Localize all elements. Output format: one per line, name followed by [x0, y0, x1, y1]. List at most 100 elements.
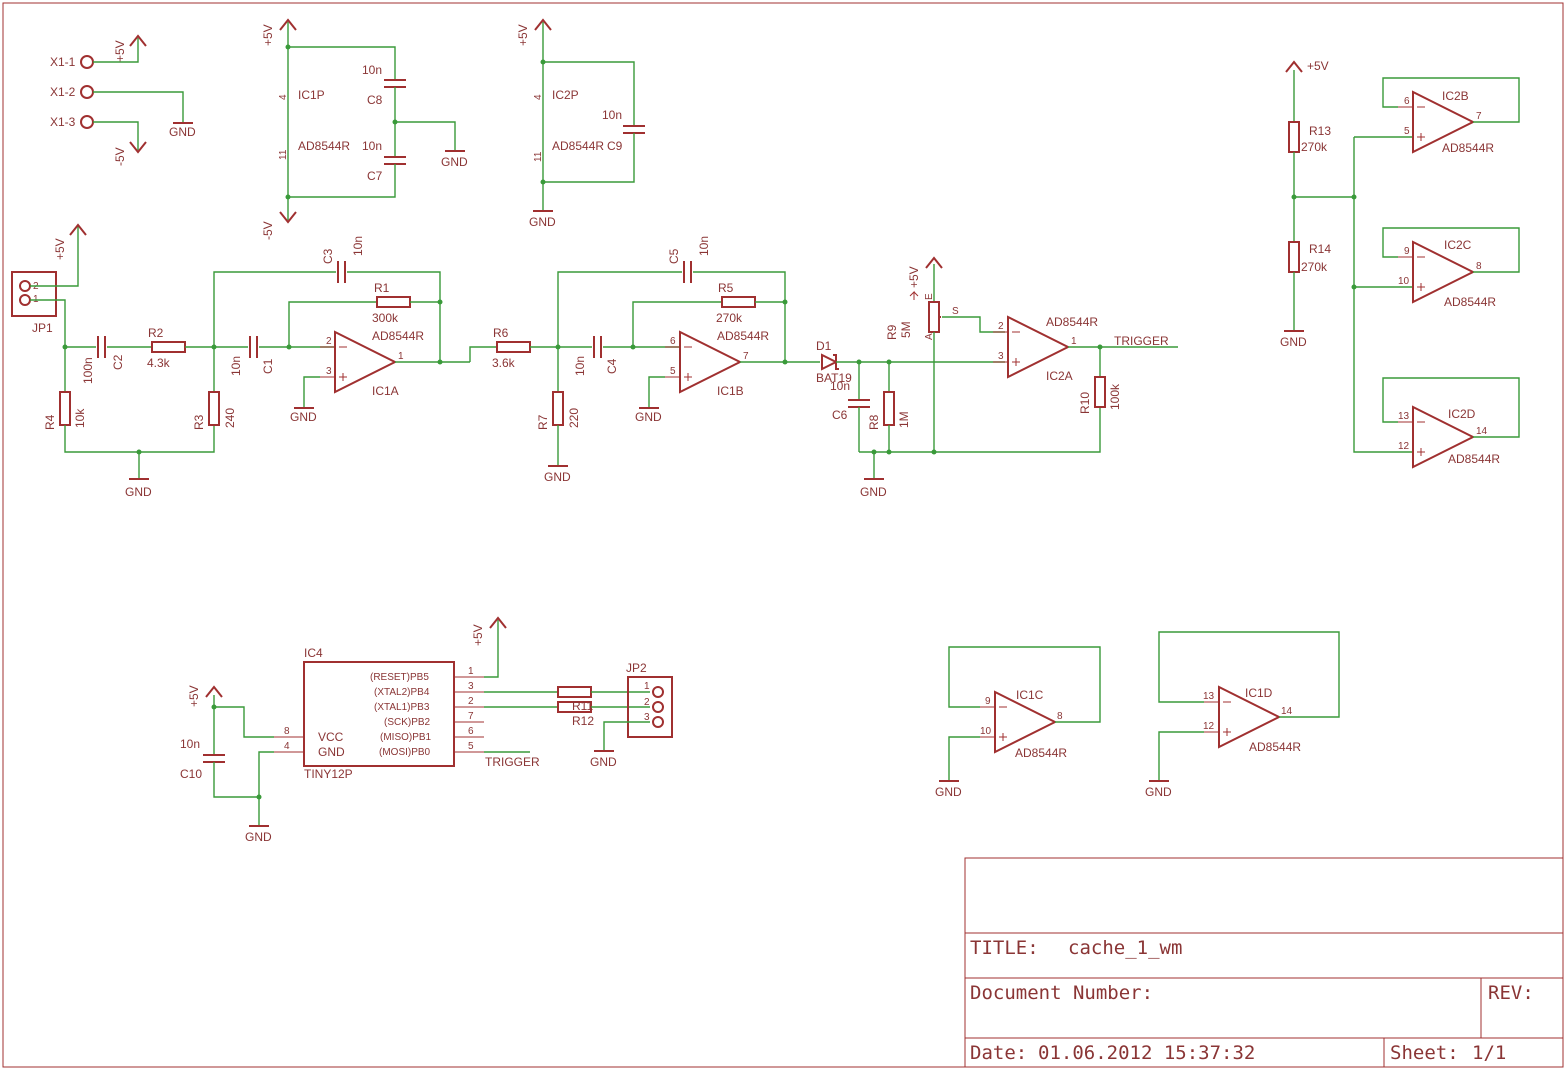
ic1-spare-block: GND 9 10 8 IC1C AD8544R GND 13 12 14 IC1… [935, 631, 1340, 799]
rev-label: REV: [1488, 982, 1534, 1004]
svg-text:JP2: JP2 [626, 661, 647, 675]
svg-text:R5: R5 [718, 281, 734, 295]
svg-text:(XTAL1)PB3: (XTAL1)PB3 [374, 702, 430, 713]
svg-text:4: 4 [284, 741, 290, 752]
svg-text:5: 5 [468, 741, 474, 752]
svg-text:IC1B: IC1B [717, 384, 744, 398]
svg-text:R13: R13 [1309, 124, 1331, 138]
svg-text:GND: GND [1145, 785, 1172, 799]
svg-text:R8: R8 [867, 414, 881, 430]
svg-text:IC1D: IC1D [1245, 686, 1273, 700]
svg-text:270k: 270k [1301, 260, 1328, 274]
svg-text:GND: GND [590, 755, 617, 769]
svg-text:10: 10 [1398, 276, 1410, 287]
sheet-label: Sheet: [1390, 1042, 1459, 1064]
svg-text:(XTAL2)PB4: (XTAL2)PB4 [374, 687, 430, 698]
svg-text:-5V: -5V [261, 221, 275, 240]
svg-text:8: 8 [284, 726, 290, 737]
svg-text:R14: R14 [1309, 242, 1331, 256]
ic4-microcontroller: IC4 TINY12P VCC GND 8 4 (RESET)PB5 (XTAL… [180, 616, 650, 844]
svg-text:-5V: -5V [113, 147, 127, 166]
svg-text:R11: R11 [572, 699, 593, 713]
svg-text:C5: C5 [667, 248, 681, 264]
svg-text:13: 13 [1398, 411, 1410, 422]
svg-text:C10: C10 [180, 767, 202, 781]
svg-text:GND: GND [169, 125, 196, 139]
title-block: TITLE: cache_1_wm Document Number: REV: … [964, 857, 1564, 1068]
svg-text:1: 1 [468, 666, 474, 677]
svg-text:+5V: +5V [53, 238, 67, 260]
svg-text:GND: GND [935, 785, 962, 799]
svg-text:GND: GND [635, 410, 662, 424]
svg-text:12: 12 [1398, 441, 1410, 452]
svg-text:7: 7 [468, 711, 474, 722]
svg-text:IC4: IC4 [304, 646, 323, 660]
svg-text:C7: C7 [367, 169, 383, 183]
svg-text:AD8544R: AD8544R [717, 329, 769, 343]
svg-text:1: 1 [398, 351, 404, 362]
jp2-header: 1 2 3 JP2 GND [590, 661, 673, 769]
svg-text:R7: R7 [536, 414, 550, 430]
ic4-trigger-label: TRIGGER [485, 755, 540, 769]
svg-text:5: 5 [1404, 126, 1410, 137]
svg-text:11: 11 [533, 151, 544, 162]
svg-text:C1: C1 [261, 358, 275, 374]
svg-text:GND: GND [245, 830, 272, 844]
svg-text:C4: C4 [605, 358, 619, 374]
svg-text:R1: R1 [374, 281, 390, 295]
svg-text:10n: 10n [602, 108, 622, 122]
svg-text:1M: 1M [897, 411, 911, 428]
svg-text:R2: R2 [148, 326, 164, 340]
svg-text:GND: GND [125, 485, 152, 499]
svg-text:GND: GND [290, 410, 317, 424]
svg-text:R9: R9 [885, 324, 899, 340]
svg-text:300k: 300k [372, 311, 399, 325]
svg-text:7: 7 [743, 351, 749, 362]
svg-text:+5V: +5V [1307, 59, 1329, 73]
svg-text:2: 2 [468, 696, 474, 707]
svg-text:14: 14 [1281, 706, 1293, 717]
svg-text:2: 2 [326, 336, 332, 347]
svg-text:10: 10 [980, 726, 992, 737]
svg-text:AD8544R: AD8544R [372, 329, 424, 343]
svg-text:(MOSI)PB0: (MOSI)PB0 [379, 747, 431, 758]
svg-text:C9: C9 [607, 139, 623, 153]
svg-text:+5V: +5V [907, 266, 921, 288]
trigger-net-label: TRIGGER [1114, 334, 1169, 348]
svg-text:6: 6 [468, 726, 474, 737]
svg-text:AD8544R: AD8544R [1444, 295, 1496, 309]
svg-text:GND: GND [441, 155, 468, 169]
svg-text:VCC: VCC [318, 730, 344, 744]
input-stage-2: R6 3.6k 10n C4 R7 220 GND C5 10n R5 270k [469, 236, 820, 484]
svg-text:AD8544R: AD8544R [1442, 141, 1494, 155]
svg-text:(RESET)PB5: (RESET)PB5 [370, 672, 429, 683]
svg-text:100n: 100n [81, 357, 95, 384]
svg-text:4: 4 [533, 94, 544, 100]
svg-text:11: 11 [278, 149, 289, 160]
svg-text:5: 5 [670, 366, 676, 377]
svg-text:6: 6 [1404, 96, 1410, 107]
x1-pin2-label: X1-2 [50, 85, 76, 99]
svg-text:10n: 10n [830, 379, 850, 393]
svg-text:C6: C6 [832, 408, 848, 422]
svg-text:IC2P: IC2P [552, 88, 579, 102]
svg-text:3: 3 [326, 366, 332, 377]
svg-text:+5V: +5V [113, 40, 127, 62]
title-label: TITLE: [970, 937, 1039, 959]
svg-text:AD8544R: AD8544R [1015, 746, 1067, 760]
x1-pin1-label: X1-1 [50, 55, 76, 69]
svg-text:240: 240 [223, 408, 237, 428]
x1-pin3-label: X1-3 [50, 115, 76, 129]
svg-text:+5V: +5V [471, 624, 485, 646]
jp1-header: 2 1 JP1 +5V [11, 223, 87, 347]
svg-text:+5V: +5V [516, 24, 530, 46]
svg-text:IC2B: IC2B [1442, 89, 1469, 103]
connector-x1: X1-1 X1-2 X1-3 +5V GND -5V [50, 34, 196, 166]
svg-text:AD8544R: AD8544R [1046, 315, 1098, 329]
svg-text:220: 220 [567, 408, 581, 428]
svg-text:10n: 10n [362, 139, 382, 153]
svg-text:A: A [924, 333, 935, 340]
svg-text:TINY12P: TINY12P [304, 767, 353, 781]
